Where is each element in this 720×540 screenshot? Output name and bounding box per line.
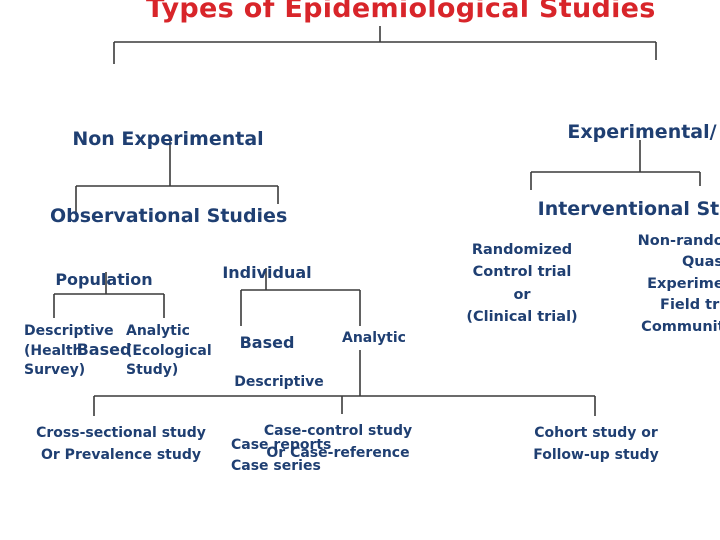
individual-descriptive: Descriptive Case reports Case series — [231, 330, 331, 498]
individual-line1: Individual — [222, 263, 312, 283]
population-analytic: Analytic (Ecological Study) — [126, 323, 212, 379]
population-line2: Based — [76, 339, 132, 359]
non-randomized-node: Non-randon Quasi- Experimen Field tria C… — [616, 188, 720, 360]
randomized-control-trial-node: Randomized Control trial or (Clinical tr… — [462, 194, 582, 351]
case-control-node: Case-control study Or Case-reference — [263, 423, 413, 462]
experimental-node: Experimental/ Interventional Stud — [522, 69, 720, 248]
cross-sectional-node: Cross-sectional study Or Prevalence stud… — [36, 425, 206, 464]
cohort-node: Cohort study or Follow-up study — [533, 425, 659, 464]
individual-descriptive-label: Descriptive — [234, 374, 324, 390]
non-experimental-line1: Non Experimental — [72, 128, 264, 151]
population-based-node: Population Based — [50, 222, 158, 384]
individual-analytic: Analytic — [342, 330, 406, 346]
randomized-text: Randomized Control trial or (Clinical tr… — [466, 241, 578, 326]
diagram-title: Types of Epidemiological Studies — [146, 0, 656, 24]
individual-descriptive-items: Case reports Case series — [231, 437, 332, 474]
experimental-line1: Experimental/ — [567, 121, 717, 144]
population-descriptive: Descriptive (Health Survey) — [24, 323, 114, 379]
non-randomized-text: Non-randon Quasi- Experimen Field tria C… — [637, 232, 720, 335]
non-experimental-node: Non Experimental Observational Studies — [50, 76, 288, 255]
experimental-line2: Interventional Stud — [537, 198, 720, 221]
individual-based-node: Individual Based — [214, 215, 320, 377]
individual-line2: Based — [239, 332, 295, 352]
population-line1: Population — [55, 270, 153, 290]
non-experimental-line2: Observational Studies — [50, 205, 288, 228]
